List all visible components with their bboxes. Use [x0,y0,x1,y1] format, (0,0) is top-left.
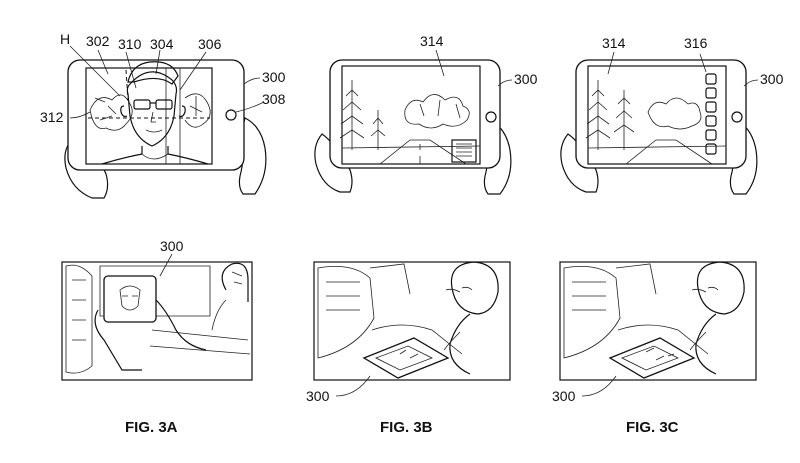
ref-h: H [60,31,70,47]
ref-310: 310 [118,36,142,52]
ref-314-c: 314 [602,35,626,51]
caption-fig-3a: FIG. 3A [125,419,178,436]
fig-3c-tablet [560,51,759,195]
scene-3c [559,261,757,397]
home-button-icon [485,111,497,123]
ref-316: 316 [684,35,708,51]
person-icon [211,262,249,331]
face-icon [101,61,209,165]
ref-308: 308 [262,91,286,107]
ref-314-b: 314 [420,33,444,49]
tablet-body [575,59,747,169]
ref-300-scene-b: 300 [306,388,330,404]
ref-302: 302 [86,33,110,49]
tablet-screen [341,65,481,165]
ref-300-scene-a: 300 [160,238,184,254]
tablet-icon [103,275,157,323]
tablet-icon [362,337,450,379]
control-buttons [705,73,717,155]
car-seat-icon [65,264,93,374]
road-icon [341,139,481,165]
tree-icon [339,80,386,150]
ref-306: 306 [198,36,222,52]
tablet-body [67,59,245,171]
tree-icon [585,80,635,150]
ref-300-a: 300 [262,69,286,85]
caption-fig-3c: FIG. 3C [626,419,679,436]
scene-3a [61,253,253,381]
caption-fig-3b: FIG. 3B [380,419,433,436]
road-icon [587,139,727,165]
tablet-icon [608,337,696,379]
scene-3b [313,261,511,397]
person-icon [443,261,499,375]
fig-3a-tablet [64,45,267,199]
home-button-icon [731,111,743,123]
ref-312: 312 [40,109,64,125]
home-button-icon [225,109,237,121]
tablet-body [329,59,501,169]
tablet-screen [587,65,727,165]
fig-3b-tablet [314,49,513,195]
tablet-screen [85,67,213,165]
building-icon [451,139,477,163]
ref-300-scene-c: 300 [552,388,576,404]
person-icon [689,261,745,375]
car-seat-icon [563,263,657,359]
ref-304: 304 [150,36,174,52]
ref-300-c: 300 [760,71,784,87]
ref-300-b: 300 [514,71,538,87]
car-seat-icon [317,263,411,359]
